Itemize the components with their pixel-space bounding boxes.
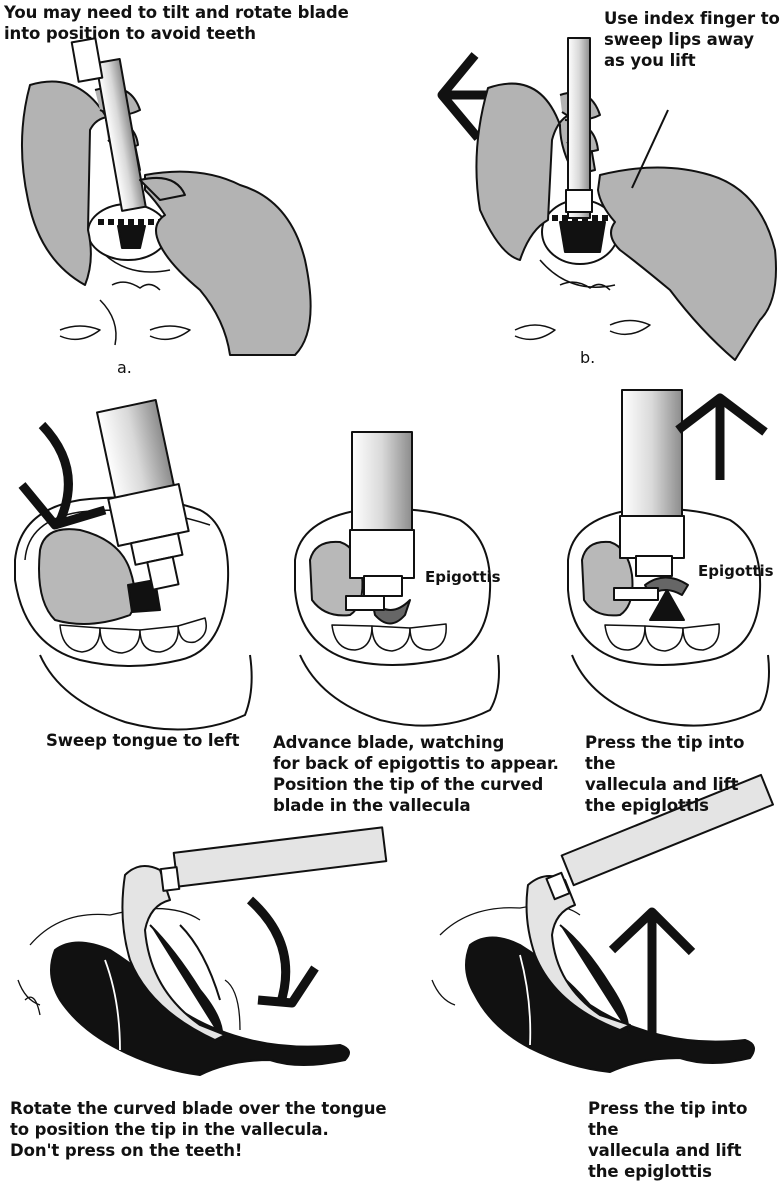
pointer-line <box>631 109 669 189</box>
mouth-view-right <box>567 389 770 727</box>
row2-left-caption: Sweep tongue to left <box>46 731 240 750</box>
epigottis-label-middle: Epigottis <box>425 568 501 586</box>
right-glove <box>144 170 312 356</box>
throat-dark <box>559 221 606 253</box>
teeth-lower <box>604 623 720 652</box>
throat-dark <box>117 225 146 249</box>
panel-a-letter: a. <box>117 358 132 377</box>
row3-left-caption: Rotate the curved blade over the tongue … <box>10 1099 387 1160</box>
teeth-lower <box>59 617 207 654</box>
teeth-lower <box>331 623 447 652</box>
laryngoscope-handle <box>621 389 683 521</box>
epigottis-label-right: Epigottis <box>698 562 774 580</box>
mouth-view-middle <box>294 431 500 727</box>
panel-a-illustration <box>20 37 312 356</box>
panel-b-illustration <box>437 37 777 361</box>
rotate-arrow-icon <box>246 896 291 1007</box>
tongue-profile <box>50 941 350 1076</box>
glottis-dark <box>649 589 685 621</box>
profile-view-right <box>431 773 774 1073</box>
curved-blade <box>121 826 388 1041</box>
mouth-view-left <box>14 398 253 731</box>
profile-view-left <box>17 826 388 1076</box>
panel-b-letter: b. <box>580 348 596 367</box>
row2-middle-caption: Advance blade, watching for back of epig… <box>273 733 559 815</box>
curved-blade <box>525 773 774 1031</box>
right-glove <box>597 166 777 361</box>
row2-right-caption: Press the tip into the vallecula and lif… <box>585 733 745 815</box>
face-outline <box>514 259 651 341</box>
row3-right-caption: Press the tip into the vallecula and lif… <box>588 1099 748 1181</box>
laryngoscope-handle <box>96 398 176 502</box>
panel-b-caption: Use index finger to sweep lips away as y… <box>604 9 780 70</box>
laryngoscope-handle <box>567 37 591 219</box>
curved-arrow-icon <box>38 421 73 527</box>
laryngoscope-handle <box>351 431 413 533</box>
panel-a-caption: You may need to tilt and rotate blade in… <box>4 3 349 43</box>
tongue-profile <box>465 936 755 1073</box>
left-glove <box>475 82 596 261</box>
laryngoscope-handle <box>95 57 147 212</box>
